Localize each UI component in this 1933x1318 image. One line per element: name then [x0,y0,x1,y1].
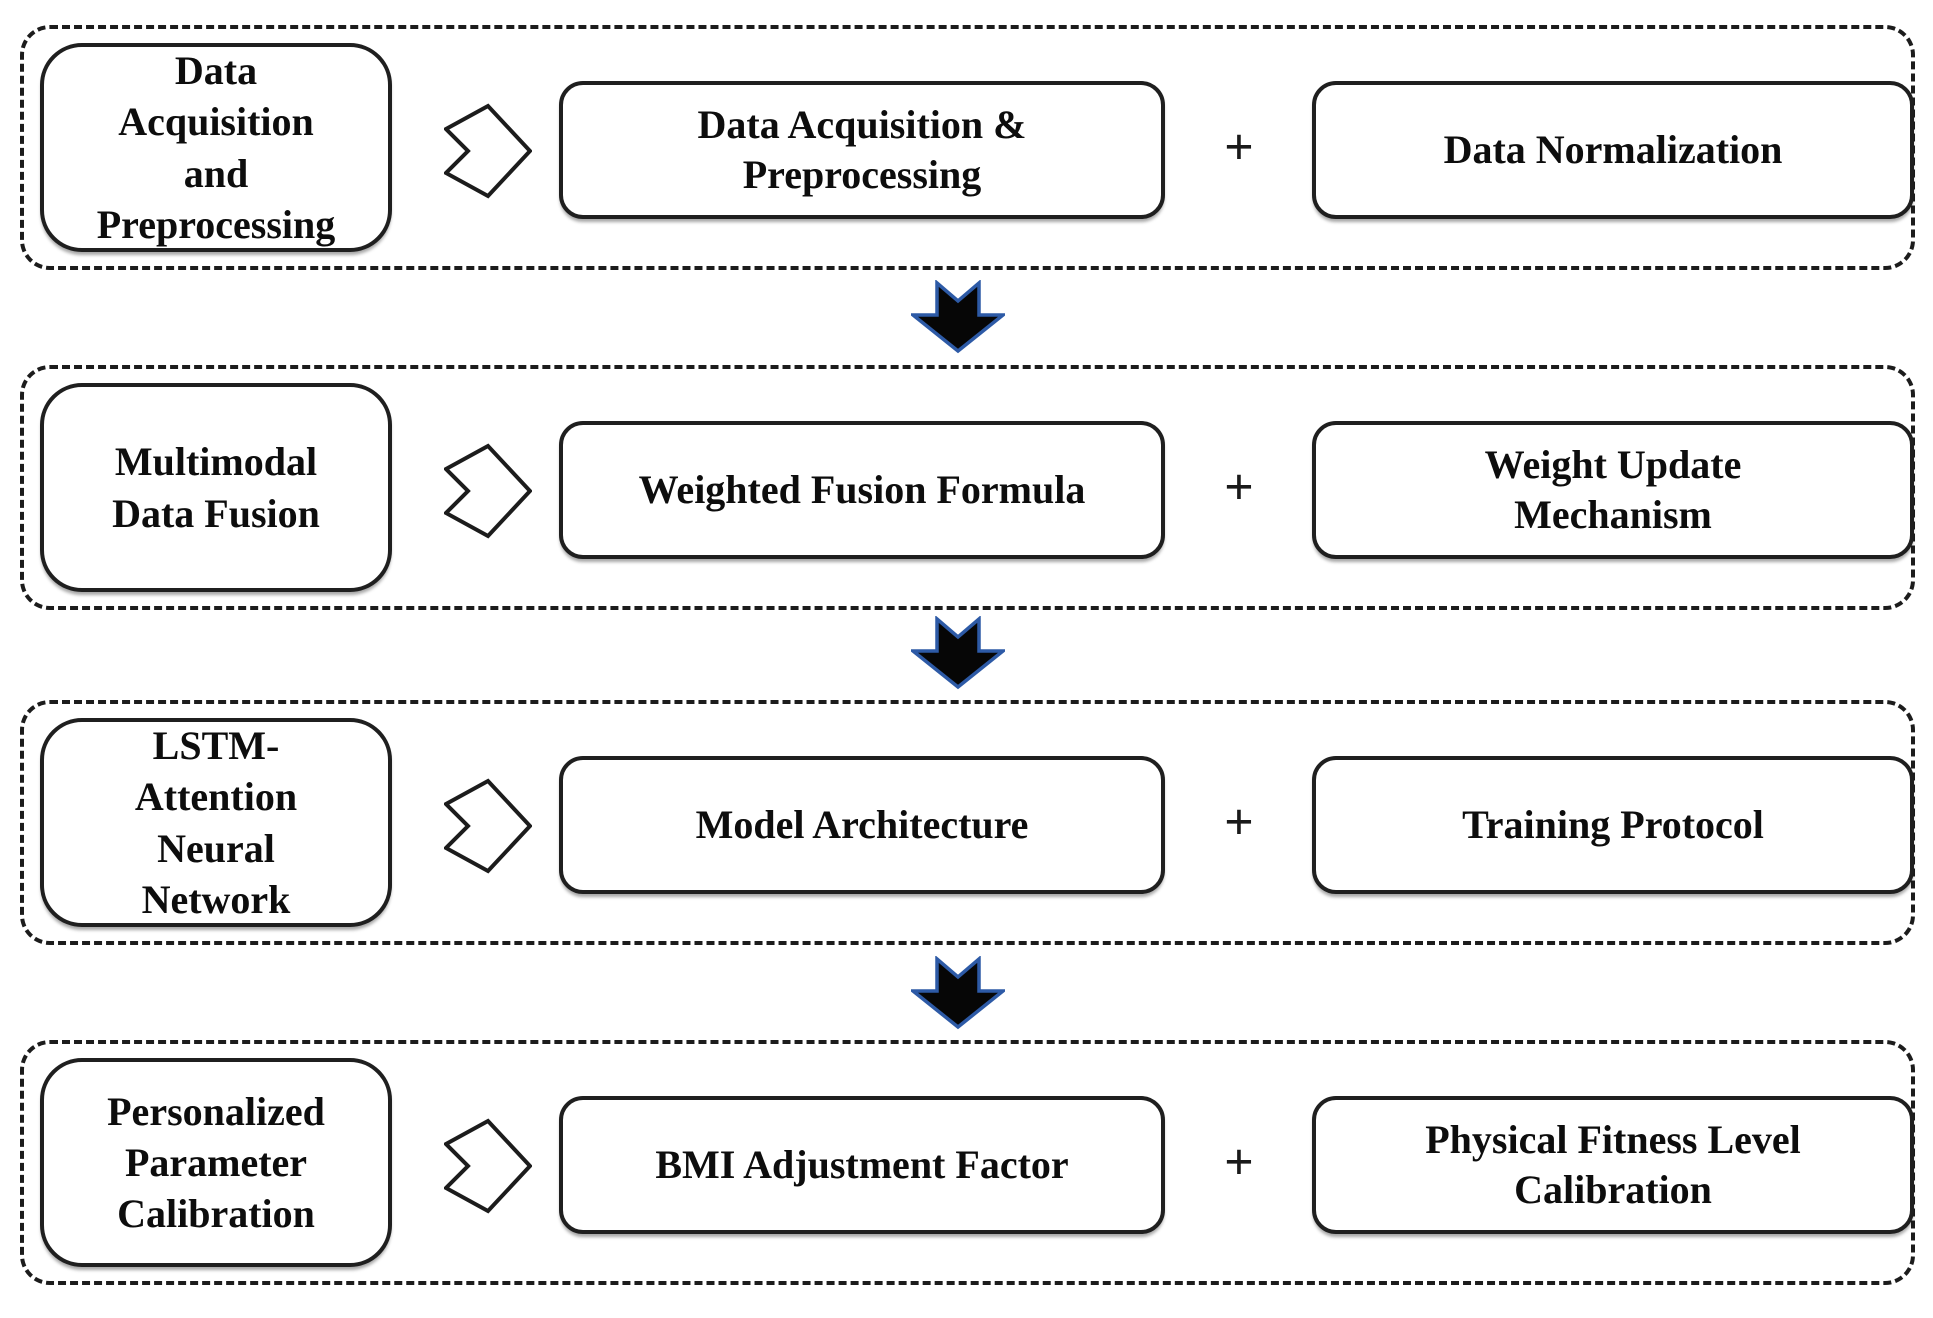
stage-row-data-acquisition: Data Acquisition and Preprocessing Data … [20,25,1915,270]
stage-box: LSTM- Attention Neural Network [40,718,392,927]
stage-row-lstm-attention: LSTM- Attention Neural Network Model Arc… [20,700,1915,945]
primary-component-label: Weighted Fusion Formula [638,467,1086,512]
right-chevron-arrow-icon [444,1118,532,1214]
stage-label: Personalized Parameter Calibration [107,1088,325,1237]
secondary-component-label: Data Normalization [1443,127,1783,172]
stage-row-personalized-calibration: Personalized Parameter Calibration BMI A… [20,1040,1915,1285]
primary-component-label: Data Acquisition & Preprocessing [697,102,1027,197]
secondary-component-box: Weight Update Mechanism [1312,421,1914,559]
secondary-component-box: Training Protocol [1312,756,1914,894]
stage-label: Data Acquisition and Preprocessing [96,48,336,247]
right-chevron-arrow-icon [444,103,532,199]
right-chevron-arrow-icon [444,443,532,539]
down-arrow-icon [911,616,1005,690]
primary-component-box: Weighted Fusion Formula [559,421,1165,559]
stage-box: Data Acquisition and Preprocessing [40,43,392,252]
primary-component-box: Data Acquisition & Preprocessing [559,81,1165,219]
primary-component-label: BMI Adjustment Factor [655,1142,1069,1187]
primary-component-box: Model Architecture [559,756,1165,894]
right-chevron-arrow-icon [444,778,532,874]
stage-label: Multimodal Data Fusion [112,439,320,536]
down-arrow-icon [911,956,1005,1030]
stage-box: Personalized Parameter Calibration [40,1058,392,1267]
plus-operator: + [1224,119,1254,176]
stage-row-multimodal-fusion: Multimodal Data Fusion Weighted Fusion F… [20,365,1915,610]
stage-box: Multimodal Data Fusion [40,383,392,592]
stage-label: LSTM- Attention Neural Network [134,723,298,922]
secondary-component-label: Physical Fitness Level Calibration [1425,1117,1801,1212]
plus-operator: + [1224,1134,1254,1191]
plus-operator: + [1224,794,1254,851]
secondary-component-box: Data Normalization [1312,81,1914,219]
secondary-component-label: Training Protocol [1462,802,1764,847]
plus-operator: + [1224,459,1254,516]
primary-component-box: BMI Adjustment Factor [559,1096,1165,1234]
secondary-component-label: Weight Update Mechanism [1484,442,1742,537]
down-arrow-icon [911,280,1005,354]
primary-component-label: Model Architecture [695,802,1029,847]
secondary-component-box: Physical Fitness Level Calibration [1312,1096,1914,1234]
